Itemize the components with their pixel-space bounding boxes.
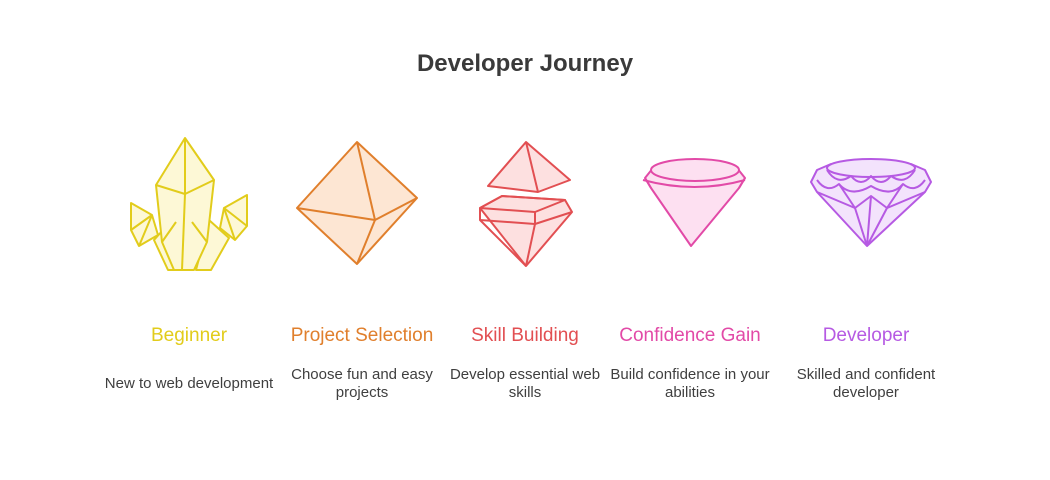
stage-description: Choose fun and easy projects xyxy=(291,366,433,401)
stage-skill-building: Skill Building Develop essential web ski… xyxy=(440,130,610,420)
diamond-icon xyxy=(810,158,932,247)
stage-description: Skilled and confident developer xyxy=(796,366,936,401)
stage-developer: Developer Skilled and confident develope… xyxy=(781,130,951,420)
stage-description: New to web development xyxy=(104,375,274,392)
cut-gem-icon xyxy=(642,158,746,247)
octahedron-gem-icon xyxy=(296,141,418,265)
crystal-cluster-icon xyxy=(130,137,248,271)
stage-label: Developer xyxy=(822,325,910,346)
diagram-title: Developer Journey xyxy=(416,50,634,77)
stage-project-selection: Project Selection Choose fun and easy pr… xyxy=(277,130,447,420)
stage-label: Beginner xyxy=(150,325,228,346)
stage-label: Confidence Gain xyxy=(619,325,761,346)
stage-label: Skill Building xyxy=(471,325,579,346)
stage-beginner: Beginner New to web development xyxy=(104,130,274,420)
stage-label: Project Selection xyxy=(290,325,434,346)
stage-confidence-gain: Confidence Gain Build confidence in your… xyxy=(605,130,775,420)
split-gem-icon xyxy=(479,141,573,267)
stage-description: Build confidence in your abilities xyxy=(610,366,770,401)
stage-description: Develop essential web skills xyxy=(449,366,601,401)
